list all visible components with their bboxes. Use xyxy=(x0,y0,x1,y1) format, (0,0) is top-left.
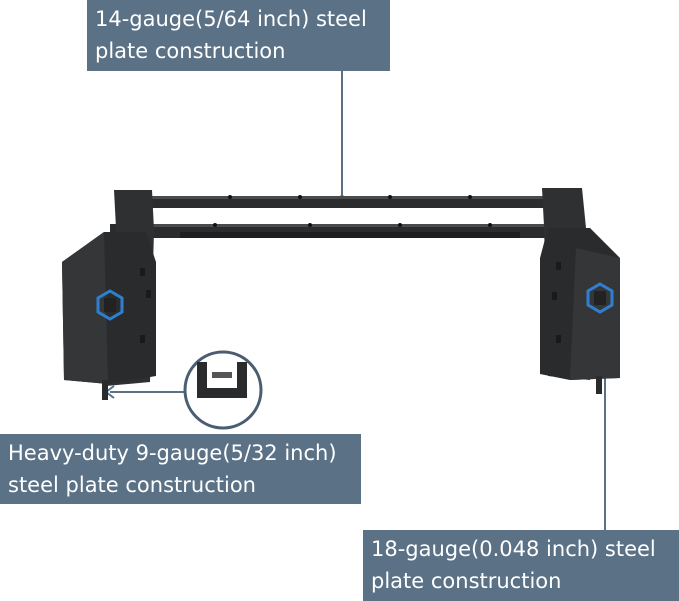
left-tower xyxy=(62,190,156,400)
bracket-detail-zoom xyxy=(183,350,263,430)
hex-logo-icon xyxy=(586,282,614,314)
callout-top: 14-gauge(5/64 inch) steel plate construc… xyxy=(87,0,390,71)
crossbars xyxy=(110,195,575,238)
right-tower xyxy=(540,188,620,394)
callout-left: Heavy-duty 9-gauge(5/32 inch) steel plat… xyxy=(0,434,361,504)
hex-logo-icon xyxy=(96,289,124,321)
hex-logo-center-icon xyxy=(104,298,116,312)
callout-top-line1: 14-gauge(5/64 inch) steel xyxy=(95,7,367,31)
callout-left-line2: steel plate construction xyxy=(8,473,256,497)
callout-right: 18-gauge(0.048 inch) steel plate constru… xyxy=(363,530,679,601)
callout-left-line1: Heavy-duty 9-gauge(5/32 inch) xyxy=(8,441,337,465)
callout-top-line2: plate construction xyxy=(95,39,286,63)
hex-logo-center-icon xyxy=(594,291,606,305)
callout-right-line2: plate construction xyxy=(371,569,562,593)
callout-right-line1: 18-gauge(0.048 inch) steel xyxy=(371,537,656,561)
